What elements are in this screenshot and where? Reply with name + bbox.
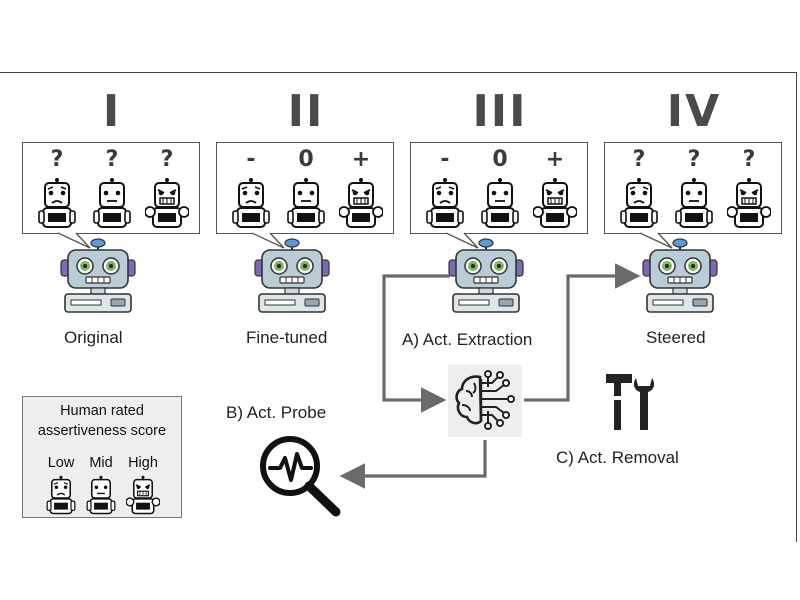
speech-tail-4	[639, 232, 673, 249]
panel-symbol: 0	[492, 147, 508, 172]
panel-symbol: +	[351, 147, 371, 172]
fine-tuned-robot-icon	[254, 238, 330, 313]
panel-symbol: -	[440, 147, 450, 172]
mid-robot-icon	[86, 475, 116, 515]
magnifier-waveform-icon	[260, 436, 341, 517]
mid-robot-icon	[287, 178, 325, 228]
high-robot-icon	[145, 178, 189, 228]
caption-steered: Steered	[646, 328, 706, 347]
speech-panel-3: - 0 +	[410, 142, 588, 234]
high-robot-icon	[126, 475, 160, 515]
high-robot-icon	[533, 178, 577, 228]
legend-level-high: High	[128, 455, 158, 471]
step-removal-label: C) Act. Removal	[556, 448, 679, 467]
arrow-brain-to-steered	[524, 263, 641, 402]
speech-tails	[57, 232, 673, 249]
panel-symbol: +	[545, 147, 565, 172]
speech-tail-1	[57, 232, 91, 249]
assertiveness-legend: Human rated assertiveness score Low Mid …	[22, 396, 182, 518]
legend-title-line2: assertiveness score	[37, 423, 167, 439]
panel-symbol: ?	[105, 147, 119, 172]
speech-tail-3	[445, 232, 479, 249]
legend-level-low: Low	[47, 455, 75, 471]
speech-panel-2: - 0 +	[216, 142, 394, 234]
arrow-extraction-to-brain	[382, 274, 450, 413]
speech-panel-1: ? ? ?	[22, 142, 200, 234]
neural-brain-icon	[448, 365, 522, 437]
mid-robot-icon	[675, 178, 713, 228]
extraction-robot-icon	[448, 238, 524, 313]
low-robot-icon	[46, 475, 76, 515]
panel-symbol: ?	[687, 147, 701, 172]
low-robot-icon	[620, 178, 658, 228]
step-probe-label: B) Act. Probe	[226, 403, 327, 422]
low-robot-icon	[426, 178, 464, 228]
arrow-brain-to-probe	[339, 440, 487, 489]
speech-tail-2	[251, 232, 285, 249]
mid-robot-icon	[93, 178, 131, 228]
panel-symbol: 0	[298, 147, 314, 172]
caption-fine-tuned: Fine-tuned	[246, 328, 328, 347]
high-robot-icon	[339, 178, 383, 228]
original-robot-icon	[60, 238, 136, 313]
hammer-wrench-icon	[606, 374, 655, 430]
speech-panel-4: ? ? ?	[604, 142, 782, 234]
step-extraction-label: A) Act. Extraction	[402, 330, 533, 349]
low-robot-icon	[38, 178, 76, 228]
panel-symbol: ?	[742, 147, 756, 172]
stage-numeral-2: II	[287, 86, 325, 137]
legend-level-mid: Mid	[89, 455, 113, 471]
panel-symbol: ?	[160, 147, 174, 172]
caption-original: Original	[64, 328, 123, 347]
diagram-frame	[0, 72, 797, 542]
stage-numeral-3: III	[472, 86, 528, 137]
steered-robot-icon	[642, 238, 718, 313]
high-robot-icon	[727, 178, 771, 228]
stage-numeral-1: I	[102, 86, 122, 137]
stage-numeral-4: IV	[666, 86, 722, 137]
mid-robot-icon	[481, 178, 519, 228]
panel-symbol: -	[246, 147, 256, 172]
panel-symbol: ?	[632, 147, 646, 172]
panel-symbol: ?	[50, 147, 64, 172]
legend-title-line1: Human rated	[60, 403, 144, 419]
low-robot-icon	[232, 178, 270, 228]
